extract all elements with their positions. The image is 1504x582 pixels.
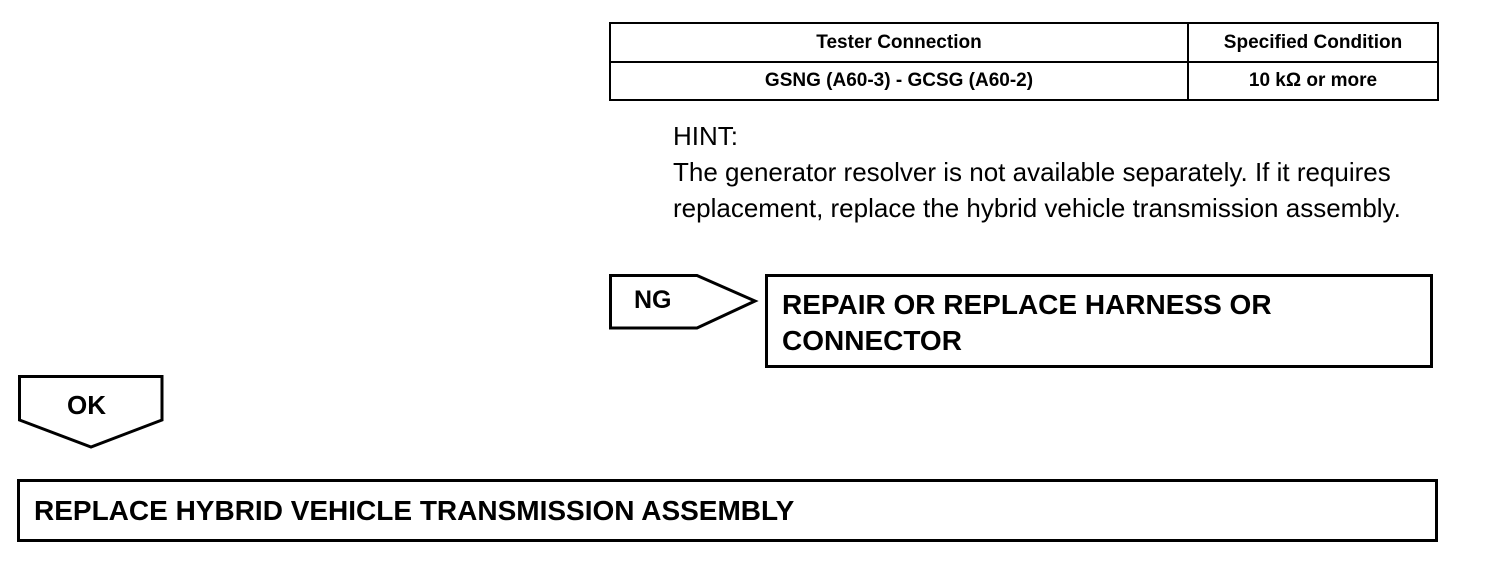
table-row: GSNG (A60-3) - GCSG (A60-2) 10 kΩ or mor… (609, 61, 1439, 101)
specification-table: Tester Connection Specified Condition GS… (609, 22, 1439, 101)
ng-action-box: REPAIR OR REPLACE HARNESS OR CONNECTOR (765, 274, 1433, 368)
hint-title: HINT: (673, 121, 738, 151)
specified-condition-cell: 10 kΩ or more (1187, 61, 1439, 101)
ng-label: NG (634, 286, 672, 314)
hint-body: The generator resolver is not available … (673, 157, 1401, 223)
ng-arrow-icon (609, 274, 759, 330)
tester-connection-header: Tester Connection (609, 22, 1189, 63)
tester-connection-cell: GSNG (A60-3) - GCSG (A60-2) (609, 61, 1189, 101)
ok-arrow-icon (18, 375, 164, 449)
table-header-row: Tester Connection Specified Condition (609, 22, 1439, 63)
ok-action-box: REPLACE HYBRID VEHICLE TRANSMISSION ASSE… (17, 479, 1438, 542)
ok-label: OK (67, 390, 106, 420)
hint-note: HINT: The generator resolver is not avai… (673, 118, 1433, 226)
specified-condition-header: Specified Condition (1187, 22, 1439, 63)
